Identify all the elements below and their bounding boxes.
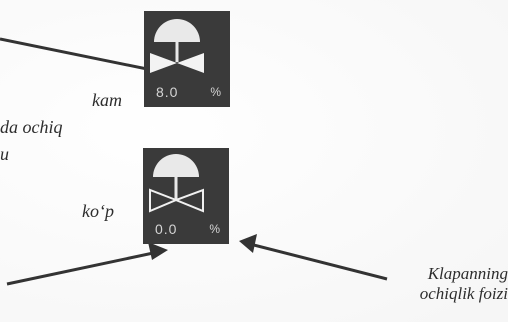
bottom-left-arrowhead (148, 242, 168, 260)
valve-body-right-outline (173, 188, 204, 213)
valve-body-left (150, 53, 177, 73)
valve-bottom-percent-unit: % (209, 222, 220, 236)
valve-body-right (177, 53, 204, 73)
valve-body-left-outline (149, 188, 179, 213)
valve-opening-caption: Klapanning ochiqlik foizi (420, 264, 508, 303)
top-leader-line (0, 37, 153, 72)
label-da-ochiq: da ochiq (0, 117, 63, 137)
caption-leader-line (249, 242, 388, 281)
valve-top-percent-unit: % (210, 85, 221, 99)
valve-top-percent-value: 8.0 (156, 84, 179, 100)
actuator-dome (153, 154, 199, 177)
actuator-dome (154, 19, 200, 42)
label-kop: ko‘p (82, 201, 114, 221)
valve-symbol-outline (149, 154, 204, 213)
label-kam: kam (92, 90, 122, 110)
caption-line-1: Klapanning (427, 264, 508, 283)
label-u: u (0, 144, 9, 164)
valve-indicator-top: 8.0 % (144, 11, 230, 107)
valve-symbol (150, 19, 204, 73)
caption-line-2: ochiqlik foizi (419, 283, 508, 303)
caption-arrowhead (239, 234, 257, 253)
bottom-left-leader-line (6, 250, 159, 286)
valve-bottom-percent-value: 0.0 (155, 221, 178, 237)
valve-indicator-bottom: 0.0 % (143, 148, 229, 244)
